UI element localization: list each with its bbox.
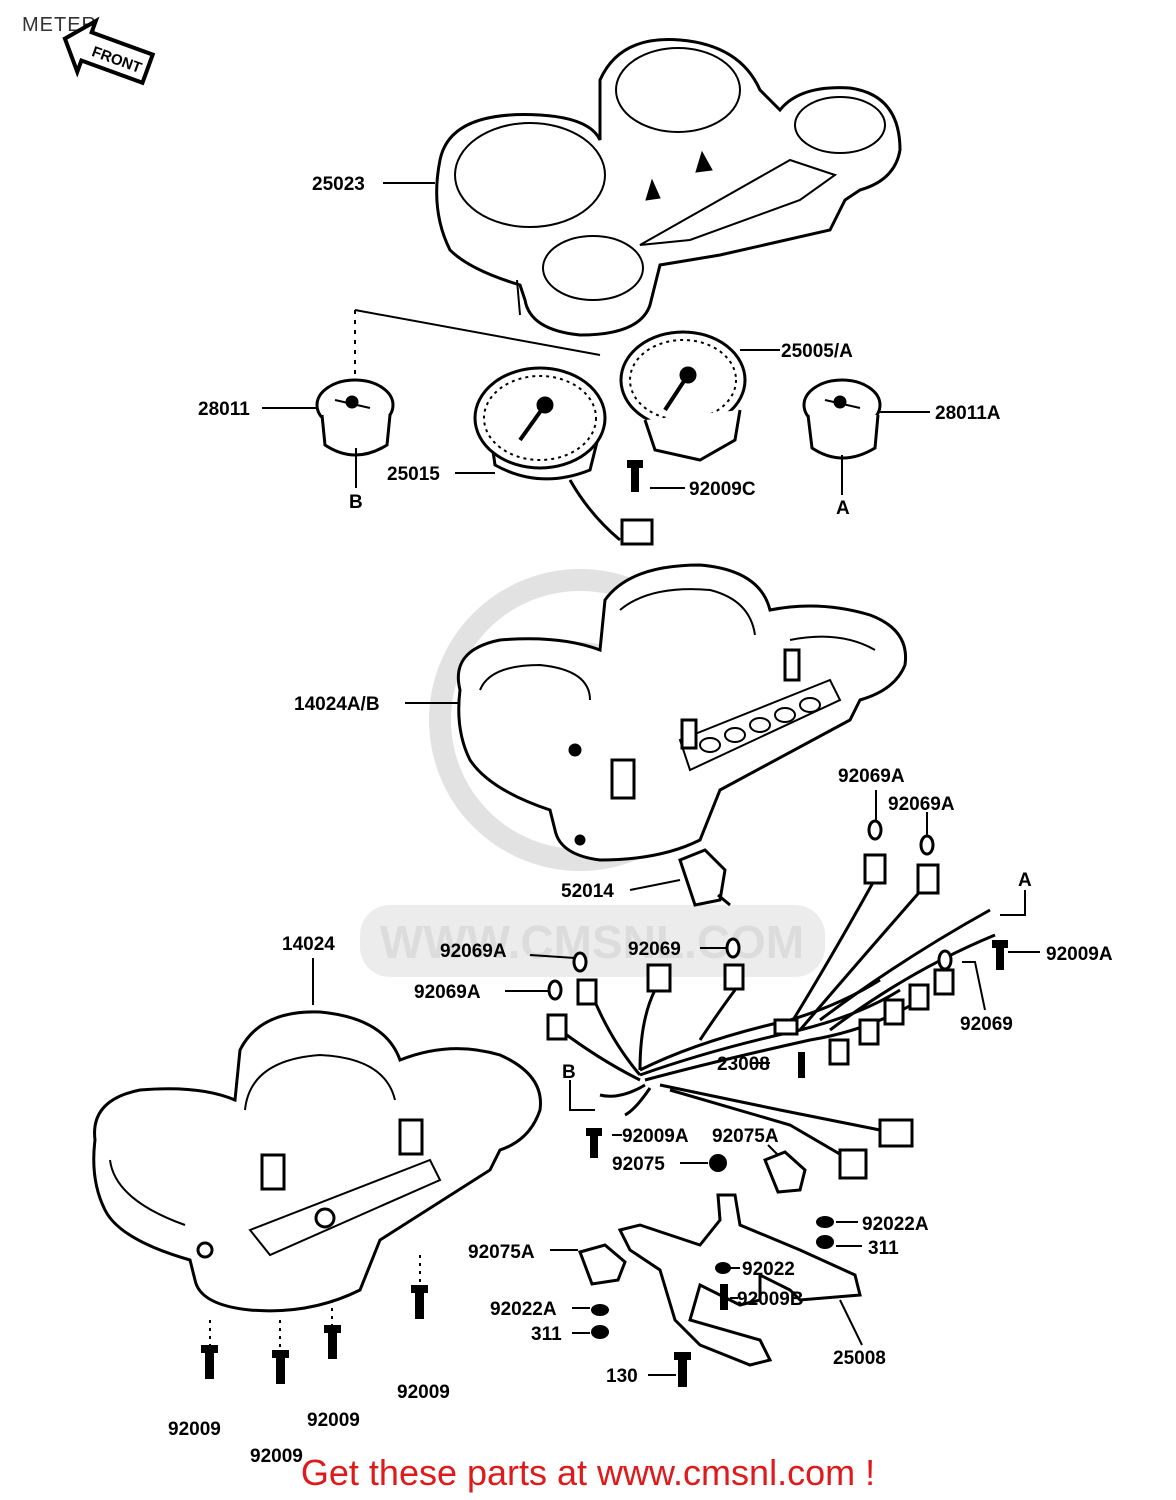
- callout-311-left: 311: [531, 1324, 562, 1345]
- callout-28011: 28011: [198, 399, 250, 420]
- callout-92075: 92075: [612, 1154, 665, 1175]
- callout-25023: 25023: [312, 174, 365, 195]
- callout-25005A: 25005/A: [781, 341, 853, 362]
- callout-14024: 14024: [282, 934, 335, 955]
- ref-B-mid: B: [562, 1062, 576, 1083]
- tachometer-25005A[interactable]: [619, 330, 747, 462]
- callout-92009C: 92009C: [689, 479, 756, 500]
- callout-92022: 92022: [742, 1259, 795, 1280]
- callout-52014: 52014: [561, 881, 614, 902]
- callout-25015: 25015: [387, 464, 440, 485]
- callout-92069A-4: 92069A: [414, 982, 481, 1003]
- callout-92075A-2: 92075A: [468, 1242, 535, 1263]
- indicator-28011[interactable]: [315, 378, 395, 457]
- leader-lines: [262, 182, 1040, 1376]
- washers-92022[interactable]: [591, 1216, 834, 1339]
- front-arrow-icon: FRONT: [62, 16, 156, 86]
- meter-case-14024[interactable]: [92, 1010, 542, 1313]
- callout-92022A-left: 92022A: [490, 1299, 557, 1320]
- indicator-28011A[interactable]: [802, 378, 882, 460]
- callout-92069A-2: 92069A: [888, 794, 955, 815]
- screw-92009C[interactable]: [627, 460, 643, 492]
- bracket-25008[interactable]: [617, 1193, 862, 1367]
- callout-130: 130: [606, 1366, 638, 1387]
- meter-cover-25023[interactable]: [435, 38, 902, 337]
- callout-92009-c: 92009: [307, 1410, 360, 1431]
- callout-92009-d: 92009: [397, 1382, 450, 1403]
- bolt-130[interactable]: [674, 1352, 691, 1387]
- screw-92009B[interactable]: [720, 1284, 728, 1310]
- screws-92009[interactable]: [201, 1285, 428, 1384]
- callout-25008: 25008: [833, 1348, 886, 1369]
- grommet-92075A-right[interactable]: [763, 1150, 807, 1194]
- promo-link[interactable]: Get these parts at www.cmsnl.com !: [300, 1452, 876, 1493]
- callout-92009A-right: 92009A: [1046, 944, 1113, 965]
- nut-92075[interactable]: [709, 1154, 727, 1172]
- callout-92009-a: 92009: [168, 1419, 221, 1440]
- callout-23008: 23008: [717, 1054, 770, 1075]
- callout-92009A-mid: 92009A: [622, 1126, 689, 1147]
- callout-92069-2: 92069: [960, 1014, 1013, 1035]
- speedometer-25015[interactable]: [473, 366, 654, 546]
- callout-92069A-3: 92069A: [440, 941, 507, 962]
- callout-92069A-1: 92069A: [838, 766, 905, 787]
- ref-A-right: A: [1018, 870, 1032, 891]
- ref-A-top: A: [836, 498, 850, 519]
- callout-92009-b: 92009: [250, 1446, 303, 1467]
- callout-311-right: 311: [868, 1238, 899, 1259]
- screw-92009A-mid[interactable]: [586, 1128, 602, 1158]
- screw-92009A-right[interactable]: [992, 940, 1008, 970]
- ref-B-top: B: [349, 492, 363, 513]
- callout-14024AB: 14024A/B: [294, 694, 380, 715]
- leader-line: [354, 309, 601, 356]
- wire-harness-23008[interactable]: [546, 853, 996, 1180]
- callout-labels: 25023 25005/A 28011 28011A 25015 92009C …: [168, 174, 1113, 1467]
- screw-23008-clip[interactable]: [798, 1052, 805, 1078]
- callout-92009B: 92009B: [737, 1289, 804, 1310]
- callout-28011A: 28011A: [935, 403, 1001, 424]
- meter-case-14024AB[interactable]: [456, 563, 908, 862]
- callout-92075A-1: 92075A: [712, 1126, 779, 1147]
- socket-52014[interactable]: [678, 848, 731, 907]
- callout-92069-1: 92069: [628, 939, 681, 960]
- callout-92022A-right: 92022A: [862, 1214, 929, 1235]
- grommet-92075A-left[interactable]: [578, 1243, 627, 1286]
